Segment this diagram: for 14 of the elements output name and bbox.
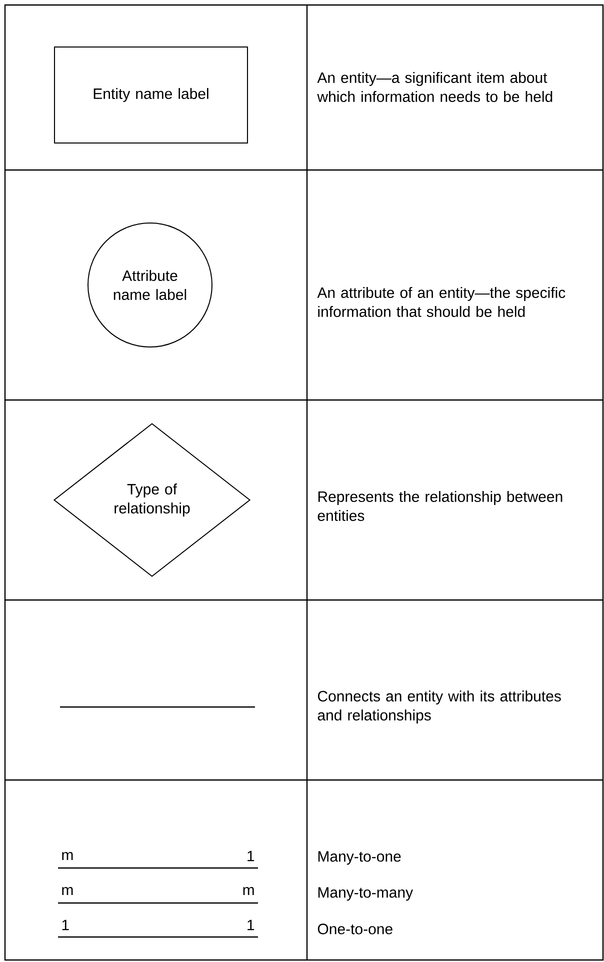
entity-box: Entity name label [54,46,248,144]
description-text: An entity—a significant item about which information needs to be held [317,72,552,102]
cardinality-label: 1 [248,850,254,862]
description-text: Represents the relationship between entities [318,491,562,521]
description-text: Many-to-many [318,887,413,901]
cardinality-label: m [243,886,254,896]
description-text: Connects an entity with its attributes and relationships [318,690,561,724]
description-text: An attribute of an entity—the specific information that should be held [317,287,566,317]
cardinality-label: m [62,886,73,896]
description-text: Many-to-one [318,851,401,865]
cardinality-label: 1 [248,920,254,930]
cardinality-label: 1 [62,920,69,930]
cardinality-label: m [62,852,73,860]
description-text: One-to-one [318,924,392,934]
